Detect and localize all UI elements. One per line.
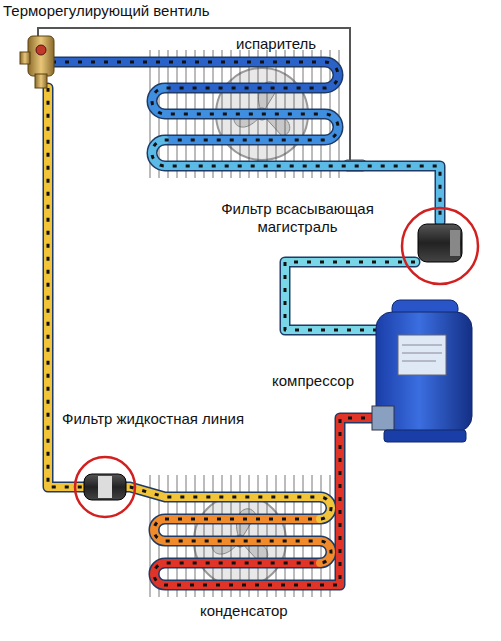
- compressor-body: [372, 300, 472, 442]
- valve-label: Терморегулирующий вентиль: [3, 2, 210, 20]
- condenser-label: конденсатор: [200, 602, 288, 620]
- expansion-valve: [20, 36, 54, 88]
- suction-filter-label: Фильтр всасывающая магистраль: [200, 200, 395, 236]
- suction-filter: [402, 208, 478, 284]
- fin-line: [330, 475, 331, 597]
- evaporator-fins: [150, 50, 339, 178]
- liquid-filter-label: Фильтр жидкостная линия: [62, 410, 244, 428]
- evaporator-label: испаритель: [236, 35, 316, 53]
- compressor-label: компрессор: [272, 372, 354, 390]
- liquid-filter: [75, 457, 135, 517]
